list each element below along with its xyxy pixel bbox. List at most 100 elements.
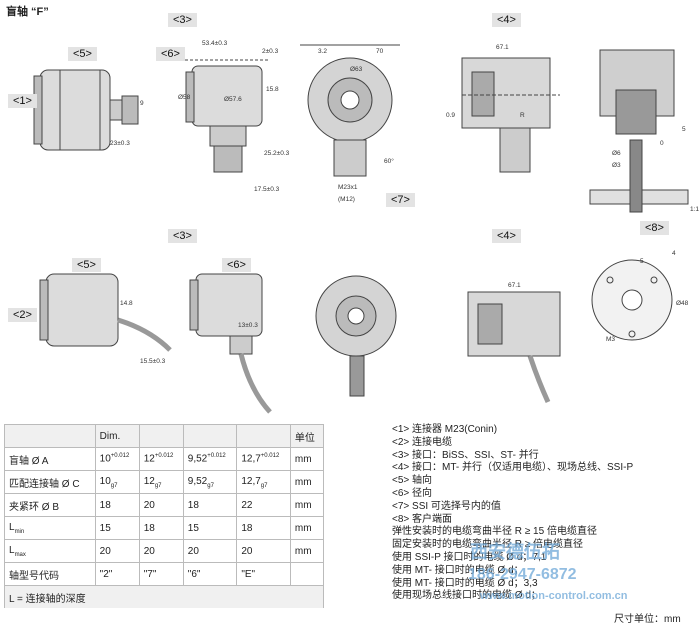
table-cell: 15 [182, 516, 238, 540]
page-title: 盲轴 “F” [6, 6, 49, 18]
table-cell: "2" [94, 562, 140, 586]
legend: <1> 连接器 M23(Conin)<2> 连接电缆<3> 接口：BiSS、SS… [392, 424, 633, 603]
dim-scale: 1:1 [690, 206, 700, 213]
dim-9: 9 [140, 100, 144, 107]
drawing-front-cable [315, 275, 397, 397]
legend-item: <8> 客户端面 [392, 513, 453, 525]
dim-4: 4 [672, 250, 676, 257]
table-cell: "E" [236, 562, 291, 586]
table-unit: mm [289, 539, 325, 563]
table-footer-row: L = 连接轴的深度 [4, 585, 324, 608]
drawing-front-view [300, 44, 400, 177]
dim-63: Ø63 [350, 66, 363, 73]
dim-70: 70 [376, 48, 384, 55]
legend-item: 弹性安装时的电缆弯曲半径 R ≥ 15 倍电缆直径 [392, 526, 597, 538]
drawing-section-cable [467, 291, 561, 404]
table-cell: 15 [94, 516, 140, 540]
table-header-cell [138, 424, 184, 448]
table-header-cell: Dim. [94, 424, 140, 448]
tag-6-bottom: <6> [222, 258, 251, 272]
dim-67-1: 67.1 [496, 44, 509, 51]
table-row-label: 夹紧环 Ø B [4, 493, 96, 517]
dim-5: 5 [682, 126, 686, 133]
table-unit [289, 562, 325, 586]
technical-drawings [33, 44, 689, 414]
dim-17-5: 17.5±0.3 [254, 186, 280, 193]
tag-6-top: <6> [156, 47, 185, 61]
table-cell: "6" [182, 562, 238, 586]
unit-note: 尺寸单位：mm [614, 614, 681, 625]
dim-15-5: 15.5±0.3 [140, 358, 166, 365]
drawing-axial-connector [33, 69, 139, 151]
table-unit: mm [289, 447, 325, 471]
watermark-brand: 西安德伍拓 [470, 542, 560, 562]
dim-57-6: Ø57.6 [224, 96, 242, 103]
table-header-cell: 单位 [289, 424, 325, 448]
tag-2: <2> [8, 308, 37, 322]
tag-4-bottom: <4> [492, 229, 521, 243]
table-cell: 12,7+0.012 [236, 447, 291, 471]
legend-item: <4> 接口：MT- 并行（仅适用电缆）、现场总线、SSI-P [392, 462, 634, 474]
dim-5b: 5 [640, 258, 644, 265]
table-cell: 18 [236, 516, 291, 540]
dim-m3: M3 [606, 336, 616, 343]
tag-1: <1> [8, 94, 37, 108]
table-cell: 9,52+0.012 [182, 447, 238, 471]
watermark-url: www.motion-control.com.cn [480, 590, 628, 602]
drawing-customer-face [591, 259, 673, 341]
legend-item: 使用 MT- 接口时的电缆 Ø d；3,3 [392, 577, 538, 589]
drawing-mounting-detail [589, 49, 689, 213]
table-row-label: 匹配连接轴 Ø C [4, 470, 96, 494]
table-cell: 10+0.012 [94, 447, 140, 471]
table-cell: 20 [236, 539, 291, 563]
watermark-phone: 186-2947-6872 [468, 566, 577, 583]
drawing-radial-connector [180, 59, 270, 173]
tag-8: <8> [640, 221, 669, 235]
legend-item: 使用 SSI-P 接口时的电缆 Ø d；7,1 [392, 551, 547, 563]
table-header-cell [182, 424, 238, 448]
dim-3-2: 3.2 [318, 48, 328, 55]
dim-53-4: 53.4±0.3 [202, 40, 228, 47]
table-cell: 18 [182, 493, 238, 517]
dim-58: Ø58 [178, 94, 191, 101]
table-cell: 20 [138, 493, 184, 517]
table-cell: 10g7 [94, 470, 140, 494]
dim-60-deg: 60° [384, 158, 394, 165]
dim-13: 13±0.3 [238, 322, 258, 329]
table-row-label: 轴型号代码 [4, 562, 96, 586]
table-cell: 20 [138, 539, 184, 563]
tag-5-bottom: <5> [72, 258, 101, 272]
table-row-label: Lmin [4, 516, 96, 540]
dim-67-1-bottom: 67.1 [508, 282, 521, 289]
legend-item: <5> 轴向 [392, 475, 433, 487]
table-header-row: Dim. 单位 [4, 424, 325, 448]
dim-m23: M23x1 [338, 184, 358, 191]
dim-25-2: 25.2±0.3 [264, 150, 290, 157]
dim-15-8: 15.8 [266, 86, 279, 93]
legend-item: <1> 连接器 M23(Conin) [392, 424, 498, 435]
table-unit: mm [289, 470, 325, 494]
dim-6: Ø6 [612, 150, 621, 157]
table-cell: 12g7 [138, 470, 184, 494]
drawing-section-view [461, 57, 560, 173]
dim-14-8: 14.8 [120, 300, 133, 307]
drawing-axial-cable [39, 273, 172, 352]
legend-item: <2> 连接电缆 [392, 436, 453, 448]
table-footer: L = 连接轴的深度 [4, 585, 324, 608]
tag-7: <7> [386, 193, 415, 207]
table-cell: 20 [94, 539, 140, 563]
tag-3-top: <3> [168, 13, 197, 27]
dim-23: 23±0.3 [110, 140, 130, 147]
table-row: 轴型号代码"2""7""6""E" [4, 562, 325, 586]
legend-item: 使用 MT- 接口时的电缆 Ø d； [392, 564, 524, 576]
legend-item: <6> 径向 [392, 487, 433, 499]
tag-5-top: <5> [68, 47, 97, 61]
table-row-label: Lmax [4, 539, 96, 563]
table-cell: 12+0.012 [138, 447, 184, 471]
